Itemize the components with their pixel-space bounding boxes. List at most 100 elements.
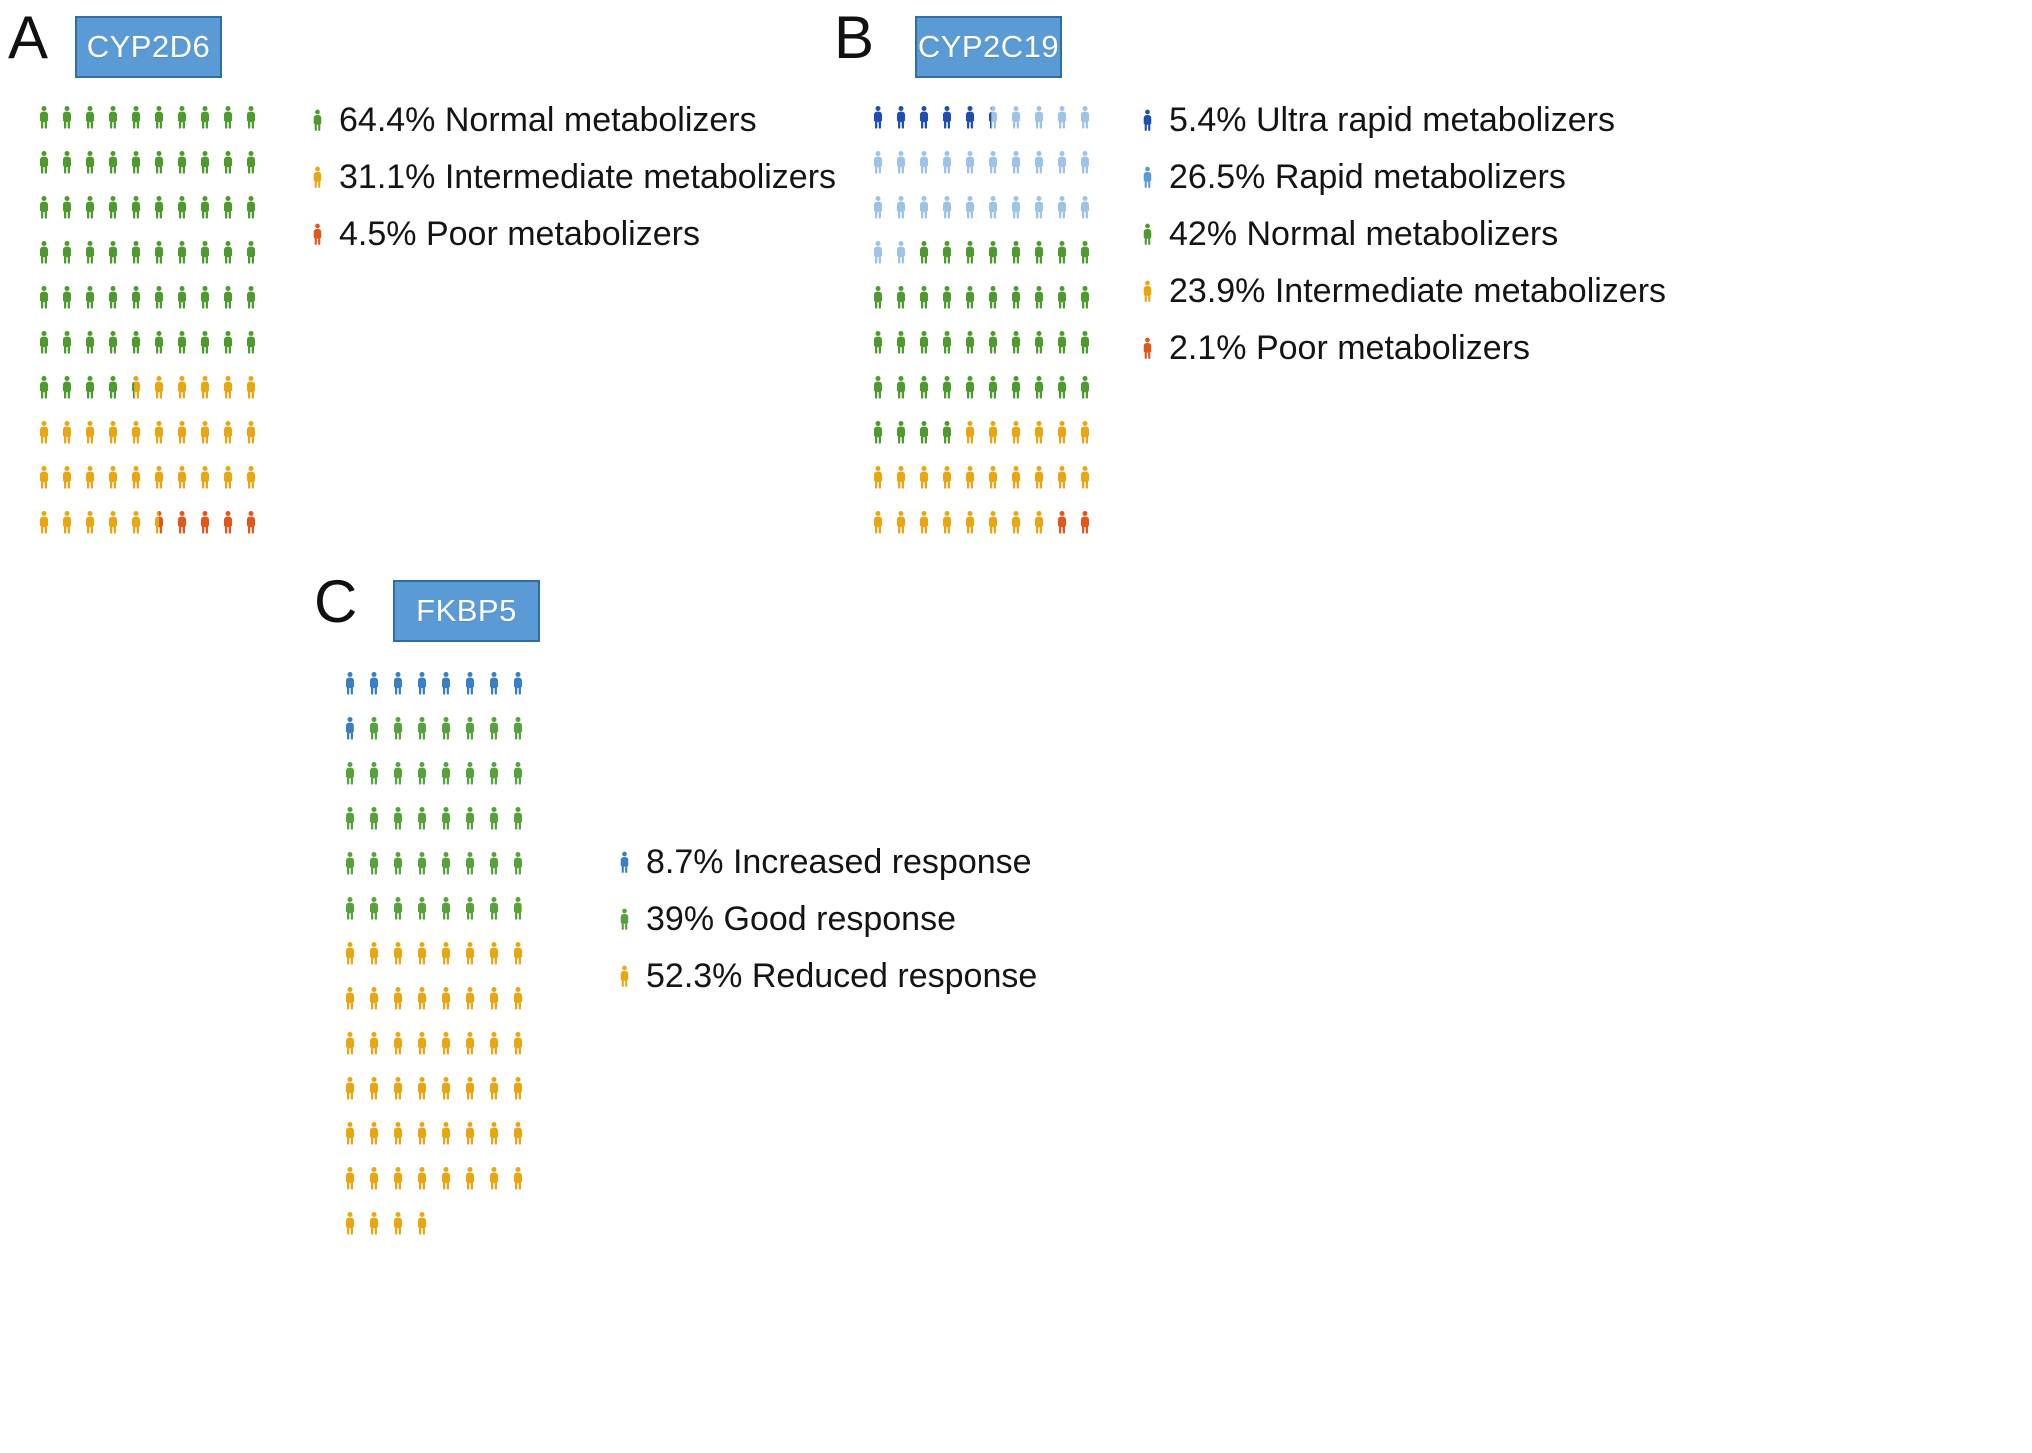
person-figure-icon: [438, 709, 454, 747]
legend-item-intermediate-metabolizers: 31.1% Intermediate metabolizers: [310, 157, 836, 197]
person-figure-icon: [462, 1159, 478, 1197]
person-figure-icon: [1008, 413, 1024, 451]
legend-item-label: 31.1% Intermediate metabolizers: [339, 157, 837, 196]
person-figure-icon: [128, 368, 144, 406]
legend-person-figure-icon: [1140, 157, 1155, 197]
person-figure-icon: [1031, 143, 1047, 181]
person-figure-icon: [438, 664, 454, 702]
person-figure-icon: [1054, 368, 1070, 406]
person-figure-icon: [82, 98, 98, 136]
person-figure-icon: [128, 233, 144, 271]
legend-item-label: 2.1% Poor metabolizers: [1169, 328, 1530, 367]
person-figure-icon: [105, 323, 121, 361]
person-figure-icon: [105, 233, 121, 271]
person-figure-icon: [893, 188, 909, 226]
person-figure-icon: [1031, 98, 1047, 136]
legend-item-poor-metabolizers: 2.1% Poor metabolizers: [1140, 328, 1666, 368]
person-figure-icon: [985, 413, 1001, 451]
person-figure-icon: [1008, 323, 1024, 361]
legend-item-increased-response: 8.7% Increased response: [617, 842, 1037, 882]
person-figure-icon: [105, 278, 121, 316]
person-figure-icon: [390, 1024, 406, 1062]
person-figure-icon: [366, 1069, 382, 1107]
legend-item-intermediate-metabolizers: 23.9% Intermediate metabolizers: [1140, 271, 1666, 311]
person-figure-icon: [366, 799, 382, 837]
person-figure-icon: [243, 413, 259, 451]
person-figure-icon: [893, 458, 909, 496]
person-figure-icon: [174, 188, 190, 226]
person-figure-icon: [220, 98, 236, 136]
person-figure-icon: [1008, 143, 1024, 181]
person-figure-icon: [342, 709, 358, 747]
person-figure-icon: [870, 323, 886, 361]
person-figure-icon: [414, 1069, 430, 1107]
person-figure-icon: [414, 754, 430, 792]
person-figure-icon: [510, 1159, 526, 1197]
person-figure-icon: [870, 143, 886, 181]
person-figure-icon: [151, 458, 167, 496]
person-figure-icon: [939, 143, 955, 181]
person-figure-icon: [59, 458, 75, 496]
person-figure-icon: [342, 799, 358, 837]
legend-item-label: 39% Good response: [646, 899, 956, 938]
person-figure-icon: [510, 889, 526, 927]
person-figure-icon: [36, 458, 52, 496]
person-figure-icon: [82, 458, 98, 496]
legend-person-figure-icon: [1140, 214, 1155, 254]
person-figure-icon: [916, 233, 932, 271]
person-figure-icon: [36, 188, 52, 226]
person-figure-icon: [414, 934, 430, 972]
person-figure-icon: [939, 278, 955, 316]
person-figure-icon: [36, 368, 52, 406]
person-figure-icon: [59, 368, 75, 406]
person-figure-icon: [462, 889, 478, 927]
person-figure-icon: [366, 934, 382, 972]
person-figure-icon: [510, 709, 526, 747]
gene-title-box-fkbp5: FKBP5: [393, 580, 540, 642]
person-figure-icon: [174, 458, 190, 496]
person-figure-icon: [366, 979, 382, 1017]
person-figure-icon: [916, 458, 932, 496]
person-figure-icon: [105, 98, 121, 136]
legend-item-label: 26.5% Rapid metabolizers: [1169, 157, 1566, 196]
legend-person-figure-icon: [1140, 100, 1155, 140]
legend-item-label: 23.9% Intermediate metabolizers: [1169, 271, 1667, 310]
person-figure-icon: [510, 979, 526, 1017]
person-figure-icon: [486, 1024, 502, 1062]
person-figure-icon: [462, 844, 478, 882]
person-figure-icon: [36, 278, 52, 316]
legend-person-figure-icon: [617, 842, 632, 882]
person-figure-icon: [82, 503, 98, 541]
gene-title-label: CYP2D6: [86, 29, 211, 64]
person-figure-icon: [128, 503, 144, 541]
person-figure-icon: [82, 368, 98, 406]
person-figure-icon: [243, 503, 259, 541]
person-figure-icon: [220, 503, 236, 541]
person-figure-icon: [870, 98, 886, 136]
gene-title-label: FKBP5: [416, 593, 517, 628]
person-figure-icon: [414, 1024, 430, 1062]
person-figure-icon: [390, 1159, 406, 1197]
person-figure-icon: [36, 143, 52, 181]
person-figure-icon: [82, 143, 98, 181]
person-figure-icon: [197, 143, 213, 181]
person-figure-icon: [366, 1159, 382, 1197]
person-figure-icon: [151, 278, 167, 316]
person-figure-icon: [939, 188, 955, 226]
person-figure-icon: [893, 143, 909, 181]
person-figure-icon: [1054, 188, 1070, 226]
person-figure-icon: [870, 503, 886, 541]
person-figure-icon: [414, 709, 430, 747]
person-figure-icon: [151, 323, 167, 361]
person-figure-icon: [939, 458, 955, 496]
person-figure-icon: [390, 754, 406, 792]
gene-title-box-cyp2c19: CYP2C19: [915, 16, 1062, 78]
legend-item-label: 4.5% Poor metabolizers: [339, 214, 700, 253]
person-figure-icon: [243, 323, 259, 361]
person-figure-icon: [414, 844, 430, 882]
person-figure-icon: [366, 889, 382, 927]
person-figure-icon: [197, 323, 213, 361]
person-figure-icon: [916, 413, 932, 451]
person-figure-icon: [342, 1204, 358, 1242]
